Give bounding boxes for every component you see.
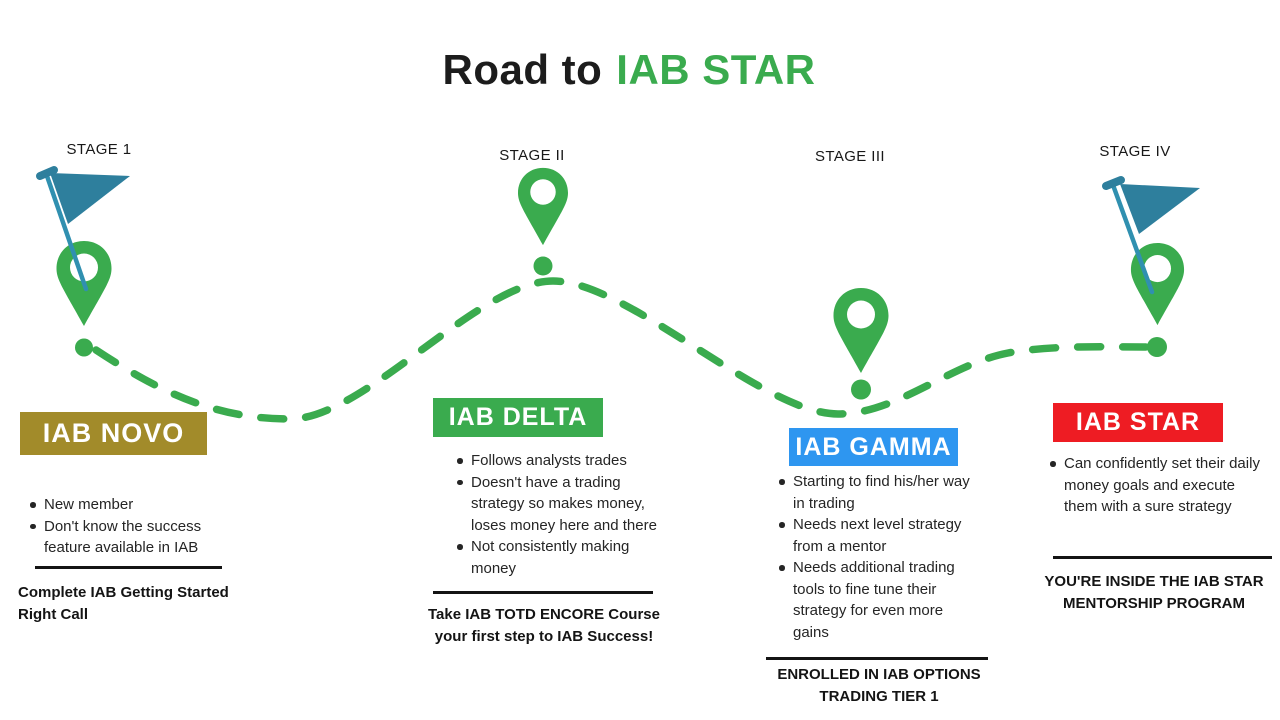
bullet-item: Starting to find his/her way in trading bbox=[777, 471, 983, 514]
stage-2-pin-icon bbox=[518, 167, 568, 246]
bullet-item: Don't know the success feature available… bbox=[28, 516, 220, 559]
stage-1-footer-note: Complete IAB Getting Started Right Call bbox=[18, 584, 229, 623]
bullet-item: Needs next level strategy from a mentor bbox=[777, 514, 983, 557]
flag-pole bbox=[44, 173, 89, 292]
route-path bbox=[92, 277, 1154, 423]
flag-pole-cap bbox=[1102, 176, 1125, 190]
badge-iab-novo: IAB NOVO bbox=[20, 412, 207, 455]
flag-icon bbox=[50, 173, 130, 224]
stage-3-label: STAGE III bbox=[814, 148, 885, 165]
stage-4-dot bbox=[1147, 337, 1167, 357]
flag-pole bbox=[1110, 182, 1155, 295]
badge-iab-delta: IAB DELTA bbox=[433, 398, 603, 437]
stage-4-divider bbox=[1053, 556, 1272, 559]
stage-3-divider bbox=[766, 657, 988, 660]
bullet-item: New member bbox=[28, 494, 220, 516]
stage-2-dot bbox=[533, 256, 553, 276]
stage-2-label: STAGE II bbox=[499, 147, 565, 164]
stage-3-footer-note: ENROLLED IN IAB OPTIONS TRADING TIER 1 bbox=[777, 666, 981, 705]
bullet-item: Not consistently making money bbox=[455, 536, 667, 579]
stage-4-label: STAGE IV bbox=[1099, 143, 1171, 160]
stage-3-pin-icon bbox=[833, 288, 889, 373]
bullet-item: Needs additional trading tools to fine t… bbox=[777, 557, 983, 643]
flag-pole-cap bbox=[36, 166, 58, 180]
stage-1-divider bbox=[35, 566, 222, 569]
stage-4-flag-pin-icon bbox=[1102, 176, 1200, 326]
stage-4-footer-note: YOU'RE INSIDE THE IAB STAR MENTORSHIP PR… bbox=[1044, 573, 1264, 612]
stage-1-dot bbox=[75, 338, 93, 357]
stage-2-divider bbox=[433, 591, 653, 594]
stage-3-dot bbox=[851, 379, 871, 400]
stage-4-bullet-list: Can confidently set their daily money go… bbox=[1048, 453, 1262, 518]
badge-iab-star: IAB STAR bbox=[1053, 403, 1223, 442]
bullet-item: Doesn't have a trading strategy so makes… bbox=[455, 472, 667, 537]
bullet-item: Can confidently set their daily money go… bbox=[1048, 453, 1262, 518]
stage-1-flag-pin-icon bbox=[36, 166, 130, 326]
page-title: Road to IAB STAR bbox=[0, 46, 1258, 94]
badge-iab-gamma: IAB GAMMA bbox=[789, 428, 958, 466]
flag-icon bbox=[1120, 184, 1200, 234]
title-prefix: Road to bbox=[442, 46, 603, 93]
stage-2-footer-note: Take IAB TOTD ENCORE Course your first s… bbox=[428, 606, 660, 645]
title-highlight: IAB STAR bbox=[616, 46, 816, 93]
bullet-item: Follows analysts trades bbox=[455, 450, 667, 472]
stage-1-label: STAGE 1 bbox=[66, 141, 132, 158]
